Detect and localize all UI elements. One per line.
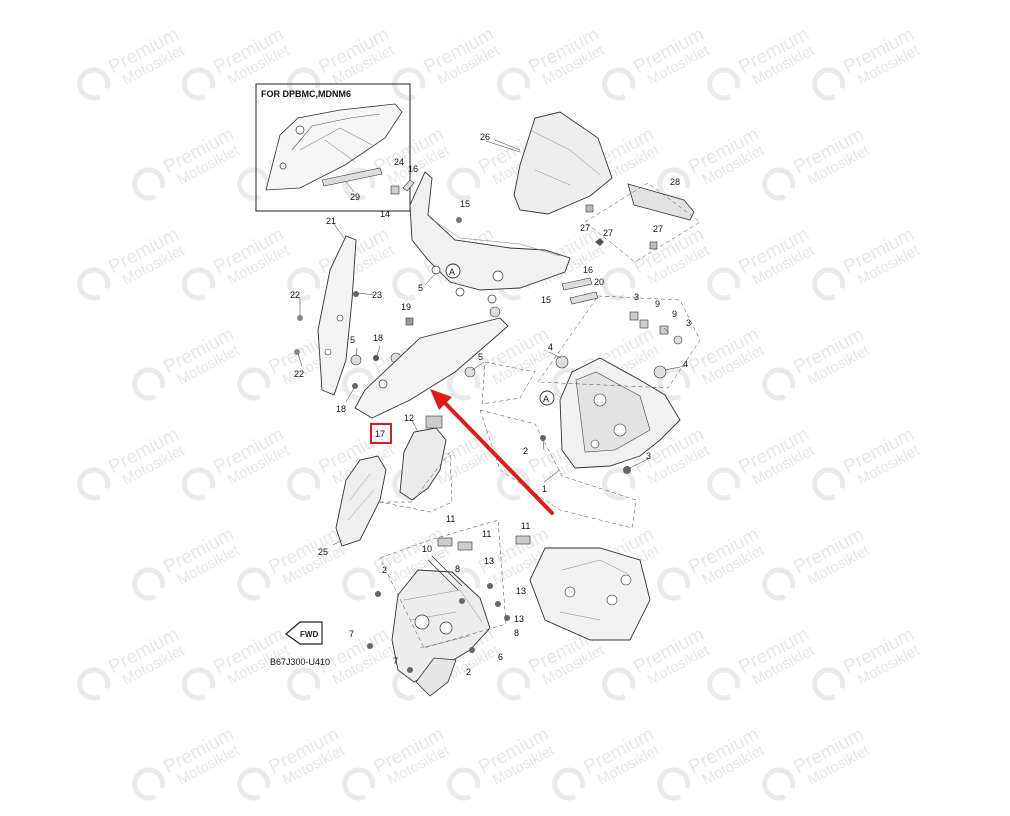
part-label-5-a: 5 bbox=[418, 283, 423, 293]
main-stay-1 bbox=[479, 295, 701, 529]
part-label-19: 19 bbox=[401, 302, 411, 312]
part-label-3-c: 3 bbox=[646, 451, 651, 461]
inset-title: FOR DPBMC,MDNM6 bbox=[261, 89, 351, 99]
leader-lines bbox=[297, 140, 686, 546]
part-label-4-a: 4 bbox=[548, 342, 553, 352]
fwd-label: FWD bbox=[300, 630, 318, 639]
part-label-18-a: 18 bbox=[373, 333, 383, 343]
part-17-panel bbox=[352, 306, 536, 419]
part-label-9-b: 9 bbox=[672, 309, 677, 319]
part-label-17: 17 bbox=[375, 429, 385, 439]
red-pointer-arrow bbox=[430, 389, 554, 515]
part-label-16-a: 16 bbox=[408, 164, 418, 174]
part-labels: 26 28 27 27 27 24 16 14 15 21 22 22 23 5… bbox=[290, 132, 691, 677]
svg-text:A: A bbox=[543, 394, 549, 404]
part-label-27-a: 27 bbox=[580, 223, 590, 233]
fwd-arrow-icon: FWD bbox=[285, 621, 323, 645]
part-label-25: 25 bbox=[318, 547, 328, 557]
part-label-13-a: 13 bbox=[484, 556, 494, 566]
part-label-7-a: 7 bbox=[349, 629, 354, 639]
diagram-code: B67J300-U410 bbox=[270, 657, 330, 667]
part-label-8-b: 8 bbox=[514, 628, 519, 638]
part-label-7-b: 7 bbox=[393, 656, 398, 666]
front-cowl bbox=[390, 171, 599, 305]
part-label-2-a: 2 bbox=[523, 446, 528, 456]
part-label-23: 23 bbox=[372, 290, 382, 300]
part-label-29: 29 bbox=[350, 192, 360, 202]
part-label-11-c: 11 bbox=[521, 521, 530, 531]
part-label-9-a: 9 bbox=[655, 299, 660, 309]
part-label-13-b: 13 bbox=[516, 586, 526, 596]
part-label-27-b: 27 bbox=[603, 228, 613, 238]
part-label-20: 20 bbox=[594, 277, 604, 287]
part-label-2-b: 2 bbox=[382, 565, 387, 575]
headlight-assembly-6 bbox=[367, 519, 651, 697]
part-label-24: 24 bbox=[394, 157, 404, 167]
part-label-5-c: 5 bbox=[478, 352, 483, 362]
reference-marker-a-lower: A bbox=[539, 390, 555, 406]
part-label-8-a: 8 bbox=[455, 564, 460, 574]
part-label-11-b: 11 bbox=[482, 529, 491, 539]
part-label-21: 21 bbox=[326, 216, 336, 226]
part-label-18-b: 18 bbox=[336, 404, 346, 414]
part-label-10: 10 bbox=[422, 544, 432, 554]
part-label-3-b: 3 bbox=[686, 318, 691, 328]
part-label-27-c: 27 bbox=[653, 224, 663, 234]
part-label-13-c: 13 bbox=[514, 614, 524, 624]
part-label-15-a: 15 bbox=[460, 199, 470, 209]
part-label-22-a: 22 bbox=[290, 290, 300, 300]
part-label-14: 14 bbox=[380, 209, 390, 219]
part-label-11-a: 11 bbox=[446, 514, 455, 524]
headlight-group bbox=[335, 415, 453, 547]
part-label-3-a: 3 bbox=[634, 292, 639, 302]
part-label-12: 12 bbox=[404, 413, 414, 423]
inset-box: FOR DPBMC,MDNM6 29 bbox=[255, 83, 411, 212]
windscreen-group bbox=[494, 111, 701, 263]
part-label-28: 28 bbox=[670, 177, 680, 187]
reference-marker-a-upper: A bbox=[445, 263, 461, 279]
highlighted-part-17[interactable]: 17 bbox=[370, 423, 392, 444]
svg-text:A: A bbox=[449, 267, 455, 277]
part-label-1: 1 bbox=[542, 484, 547, 494]
part-label-4-b: 4 bbox=[683, 359, 688, 369]
part-label-5-b: 5 bbox=[350, 335, 355, 345]
part-label-6: 6 bbox=[498, 652, 503, 662]
part-label-2-c: 2 bbox=[466, 667, 471, 677]
part-label-16-b: 16 bbox=[583, 265, 593, 275]
part-label-22-b: 22 bbox=[294, 369, 304, 379]
part-label-26: 26 bbox=[480, 132, 490, 142]
part-label-15-b: 15 bbox=[541, 295, 551, 305]
